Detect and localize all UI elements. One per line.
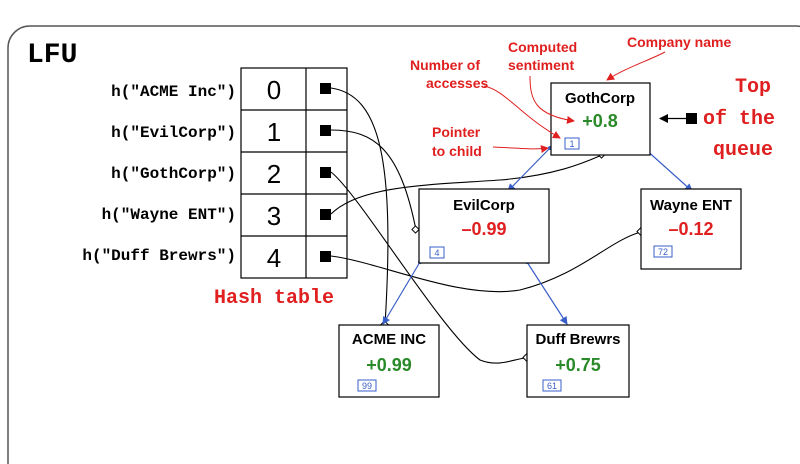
hash-table-label: Hash table xyxy=(214,287,334,310)
hash-index-3: 3 xyxy=(267,201,281,231)
hash-key-4: h("Duff Brewrs") xyxy=(82,247,236,265)
diagram-frame xyxy=(7,25,800,464)
node-acme-sentiment: +0.99 xyxy=(366,355,412,375)
annotation-pointer-1: Pointer xyxy=(432,124,481,140)
annotation-accesses-1: Number of xyxy=(410,57,480,73)
node-wayne: Wayne ENT –0.12 72 xyxy=(640,188,742,270)
hash-key-0: h("ACME Inc") xyxy=(111,83,236,101)
annotations: Company name Computed sentiment Number o… xyxy=(410,34,775,162)
pointer-square-2 xyxy=(320,167,331,178)
hash-key-2: h("GothCorp") xyxy=(111,165,236,183)
hash-index-0: 0 xyxy=(267,75,281,105)
edge-gothcorp-evilcorp xyxy=(507,147,551,192)
hash-table: 0 1 2 3 4 xyxy=(240,67,348,279)
tree-edges xyxy=(382,147,693,325)
hash-pointer-2 xyxy=(330,171,528,364)
diagram-title: LFU xyxy=(27,40,77,71)
node-gothcorp-sentiment: +0.8 xyxy=(582,111,618,131)
annotation-top-2: of the xyxy=(703,108,775,131)
edge-gothcorp-wayne xyxy=(643,147,693,192)
node-wayne-name: Wayne ENT xyxy=(650,197,732,214)
hash-pointer-3 xyxy=(330,154,603,215)
hash-index-1: 1 xyxy=(267,117,281,147)
node-acme-accesses: 99 xyxy=(362,381,372,391)
pointer-square-1 xyxy=(320,125,331,136)
annotation-company-name: Company name xyxy=(627,34,731,50)
hash-pointers xyxy=(330,87,642,364)
node-duff-name: Duff Brewrs xyxy=(535,331,620,348)
node-wayne-sentiment: –0.12 xyxy=(668,219,713,239)
node-acme: ACME INC +0.99 99 xyxy=(338,324,440,398)
hash-key-1: h("EvilCorp") xyxy=(111,124,236,142)
top-of-queue-pointer xyxy=(659,113,697,124)
annotation-pointer-2: to child xyxy=(432,143,482,159)
node-duff-sentiment: +0.75 xyxy=(555,355,601,375)
node-evilcorp: EvilCorp –0.99 4 xyxy=(418,188,550,264)
annotation-top-3: queue xyxy=(713,139,773,162)
hash-keys: h("ACME Inc") h("EvilCorp") h("GothCorp"… xyxy=(82,83,236,265)
node-acme-name: ACME INC xyxy=(352,331,426,348)
hash-key-3: h("Wayne ENT") xyxy=(102,206,236,224)
pointer-square-0 xyxy=(320,83,331,94)
node-duff: Duff Brewrs +0.75 61 xyxy=(526,324,630,398)
pointer-square-3 xyxy=(320,209,331,220)
hash-pointer-0 xyxy=(330,87,389,326)
annotation-top-1: Top xyxy=(735,76,771,99)
node-evilcorp-name: EvilCorp xyxy=(453,197,515,214)
hash-pointer-4 xyxy=(330,231,642,293)
annotation-computed-1: Computed xyxy=(508,39,577,55)
node-duff-accesses: 61 xyxy=(547,381,557,391)
node-evilcorp-sentiment: –0.99 xyxy=(461,219,506,239)
annotation-accesses-2: accesses xyxy=(426,75,489,91)
hash-index-2: 2 xyxy=(267,159,281,189)
hash-pointer-1 xyxy=(330,129,417,231)
annotation-computed-2: sentiment xyxy=(508,57,574,73)
node-gothcorp-name: GothCorp xyxy=(565,90,635,107)
node-evilcorp-accesses: 4 xyxy=(434,248,439,258)
pointer-square-4 xyxy=(320,251,331,262)
edge-evilcorp-acme xyxy=(382,261,421,325)
hash-index-4: 4 xyxy=(267,243,281,273)
node-wayne-accesses: 72 xyxy=(658,247,668,257)
edge-evilcorp-duff xyxy=(526,261,568,325)
node-gothcorp-accesses: 1 xyxy=(569,139,574,149)
